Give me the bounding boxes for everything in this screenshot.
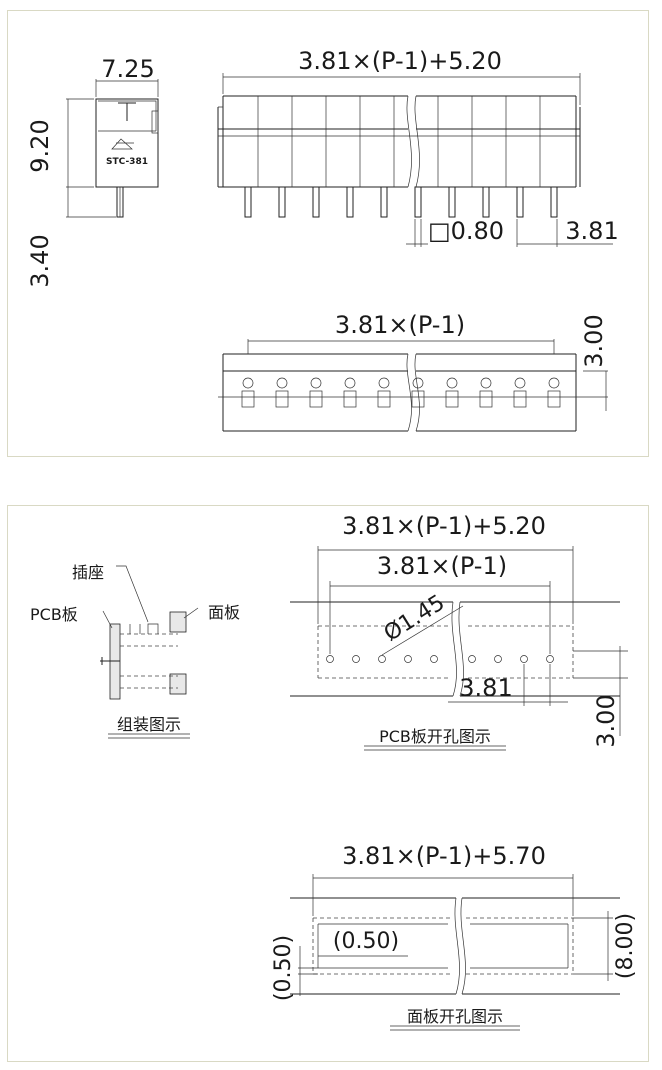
socket-label: 插座 xyxy=(72,563,104,582)
front-length-dim: 3.81×(P-1)+5.20 xyxy=(298,47,502,75)
pin-size-dim: □0.80 xyxy=(428,217,504,245)
front-pitch-dim: 3.81 xyxy=(565,217,618,245)
hole-diameter-dim: Ø1.45 xyxy=(380,590,449,646)
cutout-height-dim: (8.00) xyxy=(613,913,638,979)
panel-cutout-caption: 面板开孔图示 xyxy=(407,1007,503,1026)
cutout-left-margin-dim: (0.50) xyxy=(271,935,296,1001)
cutout-overall-dim: 3.81×(P-1)+5.70 xyxy=(342,842,546,870)
pcb-offset-dim: 3.00 xyxy=(592,694,620,747)
panel-label: 面板 xyxy=(208,603,240,622)
pcb-pitch-dim: 3.81 xyxy=(459,674,512,702)
side-width-dim: 7.25 xyxy=(101,55,154,83)
installation-drawing: 插座 PCB板 面板 组装图示 3.81×(P-1)+5.20 3.81×(P-… xyxy=(30,512,638,1031)
cutout-inner-margin-dim: (0.50) xyxy=(333,929,399,954)
pin-length-dim: 3.40 xyxy=(26,234,54,287)
product-drawing: 7.25 9.20 3.40 STC-381 3.81×(P-1)+5.20 □… xyxy=(26,47,619,432)
front-view xyxy=(217,73,613,247)
model-label: STC-381 xyxy=(106,157,148,167)
pcb-label: PCB板 xyxy=(30,605,78,624)
pcb-overall-dim: 3.81×(P-1)+5.20 xyxy=(342,512,546,540)
side-height-dim: 9.20 xyxy=(26,119,54,172)
side-view xyxy=(66,79,159,218)
panel-cutout-sketch xyxy=(290,874,620,1031)
assembly-sketch xyxy=(100,565,199,739)
pcb-pitch-span-dim: 3.81×(P-1) xyxy=(377,552,507,580)
product-drawing-panel: 7.25 9.20 3.40 STC-381 3.81×(P-1)+5.20 □… xyxy=(7,10,649,457)
top-view-offset-dim: 3.00 xyxy=(580,314,608,367)
assembly-caption: 组装图示 xyxy=(117,715,181,734)
pcb-layout-sketch xyxy=(290,546,628,751)
top-view xyxy=(218,339,608,432)
top-view-length-dim: 3.81×(P-1) xyxy=(335,311,465,339)
pcb-layout-caption: PCB板开孔图示 xyxy=(379,727,491,746)
installation-drawing-panel: 插座 PCB板 面板 组装图示 3.81×(P-1)+5.20 3.81×(P-… xyxy=(7,505,649,1062)
